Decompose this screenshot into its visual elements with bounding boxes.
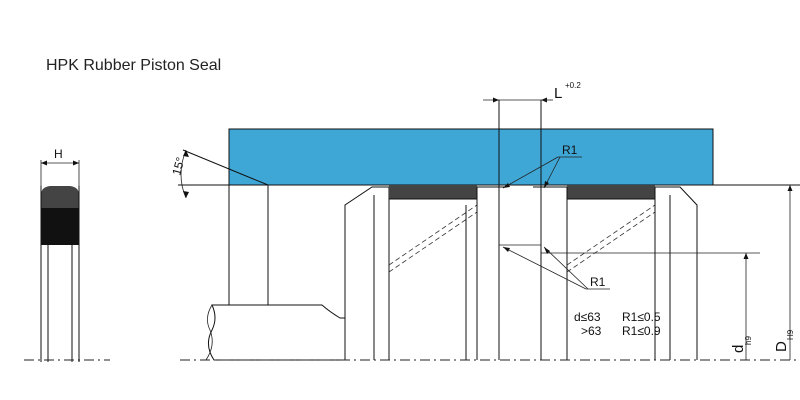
hatch-2a bbox=[566, 204, 656, 266]
seal-core bbox=[41, 208, 79, 245]
l-arrow-left bbox=[493, 97, 499, 103]
rod-end bbox=[208, 304, 346, 361]
angle-arrow-bottom bbox=[183, 191, 189, 198]
r1-top-label: R1 bbox=[562, 143, 578, 157]
note-row2-condition: >63 bbox=[581, 324, 602, 338]
piston-land-right bbox=[655, 186, 698, 360]
D-arrow bbox=[787, 185, 793, 191]
radius-top-callout: R1 bbox=[502, 143, 582, 189]
seal-top-face bbox=[41, 186, 79, 208]
hatch-1a bbox=[388, 204, 478, 266]
h-arrow-right bbox=[73, 160, 79, 166]
seal-groove-2 bbox=[567, 185, 655, 199]
outer-diameter-dimension: D H9 bbox=[773, 185, 795, 360]
d-label: d bbox=[730, 345, 747, 353]
seal-cross-section: H bbox=[24, 147, 110, 362]
l-tolerance: +0.2 bbox=[565, 81, 581, 90]
chamfer-line bbox=[182, 149, 269, 186]
r1-bottom-leader-b bbox=[543, 246, 589, 290]
l-label: L bbox=[554, 85, 562, 102]
h-arrow-left bbox=[41, 160, 47, 166]
r1-bottom-leader-a bbox=[502, 246, 587, 290]
cylinder-bore bbox=[228, 128, 714, 186]
r1-top-arrow-b bbox=[544, 181, 549, 188]
r1-top-arrow-a bbox=[503, 183, 510, 188]
hatch-1b bbox=[388, 211, 478, 273]
d-tolerance: h9 bbox=[744, 336, 753, 345]
note-row2-value: R1≤0.9 bbox=[622, 324, 661, 338]
seal-groove-1 bbox=[389, 185, 477, 199]
note-row1-value: R1≤0.5 bbox=[622, 310, 661, 324]
r1-bottom-label: R1 bbox=[590, 275, 606, 289]
piston-assembly: 15° bbox=[169, 100, 800, 361]
note-row1-condition: d≤63 bbox=[574, 310, 601, 324]
inner-diameter-dimension: d h9 bbox=[541, 252, 760, 360]
angle-label: 15° bbox=[169, 155, 187, 176]
h-label: H bbox=[54, 147, 63, 161]
radius-bottom-callout: R1 bbox=[499, 244, 610, 290]
D-tolerance: H9 bbox=[786, 329, 795, 340]
radius-notes: d≤63 R1≤0.5 >63 R1≤0.9 bbox=[574, 310, 661, 338]
d-arrow bbox=[743, 253, 749, 259]
angle-arrow-top bbox=[183, 150, 189, 157]
piston-land-left bbox=[344, 186, 390, 360]
r1-bottom-arrow-a bbox=[503, 247, 510, 252]
rod-break-line bbox=[205, 304, 213, 361]
drawing-title: HPK Rubber Piston Seal bbox=[46, 57, 221, 74]
hatch-2b bbox=[566, 211, 656, 273]
r1-top-leader-a bbox=[502, 156, 559, 189]
D-label: D bbox=[773, 341, 790, 352]
length-dimension: L +0.2 bbox=[483, 81, 581, 103]
r1-bottom-arrow-b bbox=[544, 247, 550, 254]
